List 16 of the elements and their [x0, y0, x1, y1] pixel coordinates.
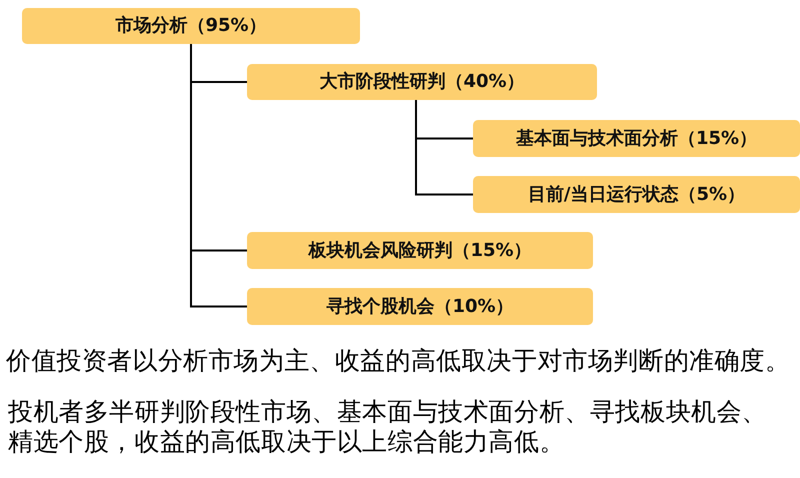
node-label: 寻找个股机会（10%）: [326, 296, 514, 318]
node-label: 市场分析（95%）: [115, 15, 267, 37]
category-box: [247, 232, 593, 269]
connector-line: [190, 44, 247, 308]
node-label: 板块机会风险研判（15%）: [308, 240, 532, 262]
node-label: 目前/当日运行状态（5%）: [528, 184, 746, 206]
category-box: [473, 176, 800, 213]
category-box: [247, 64, 597, 100]
description-paragraph: 投机者多半研判阶段性市场、基本面与技术面分析、寻找板块机会、精选个股，收益的高低取决于以上综合能力高低。: [8, 397, 768, 457]
node-label: 基本面与技术面分析（15%）: [516, 128, 758, 150]
category-box: [247, 288, 593, 325]
description-paragraph: 价值投资者以分析市场为主、收益的高低取决于对市场判断的准确度。: [6, 345, 790, 377]
node-label: 大市阶段性研判（40%）: [319, 71, 525, 93]
category-box: [473, 120, 800, 157]
category-box: [22, 8, 360, 44]
connector-line: [415, 100, 473, 196]
